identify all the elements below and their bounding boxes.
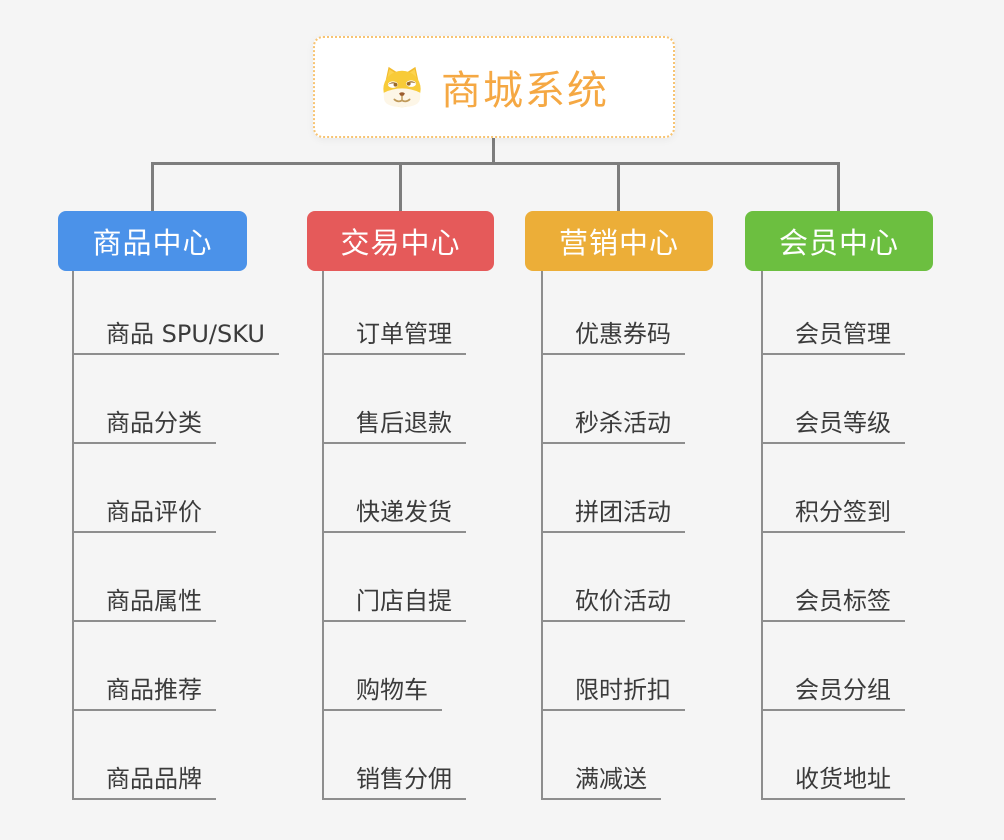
node-label: 满减送: [541, 764, 661, 800]
mindmap-node[interactable]: 限时折扣: [541, 675, 685, 711]
branch-spine-1: [72, 271, 74, 800]
node-label: 会员等级: [761, 408, 905, 444]
branch-spine-2: [322, 271, 324, 800]
mindmap-node[interactable]: 购物车: [322, 675, 442, 711]
node-label: 订单管理: [322, 319, 466, 355]
branch-label: 商品中心: [92, 226, 213, 260]
branch-box-trade-center[interactable]: 交易中心: [307, 211, 494, 271]
mindmap-node[interactable]: 订单管理: [322, 319, 466, 355]
node-label: 秒杀活动: [541, 408, 685, 444]
node-label: 快递发货: [322, 497, 466, 533]
mindmap-node[interactable]: 砍价活动: [541, 586, 685, 622]
node-label: 拼团活动: [541, 497, 685, 533]
mindmap-node[interactable]: 优惠券码: [541, 319, 685, 355]
node-label: 商品 SPU/SKU: [72, 319, 279, 355]
branch-box-member-center[interactable]: 会员中心: [745, 211, 933, 271]
root-node[interactable]: 商城系统: [313, 36, 675, 138]
connector-drop-2: [399, 162, 402, 212]
branch-spine-4: [761, 271, 763, 800]
branch-label: 会员中心: [778, 226, 899, 260]
connector-trunk: [151, 162, 840, 165]
branch-spine-3: [541, 271, 543, 800]
mindmap-node[interactable]: 商品推荐: [72, 675, 216, 711]
node-label: 会员分组: [761, 675, 905, 711]
node-label: 收货地址: [761, 764, 905, 800]
mindmap-node[interactable]: 销售分佣: [322, 764, 466, 800]
mindmap-node[interactable]: 售后退款: [322, 408, 466, 444]
node-label: 商品评价: [72, 497, 216, 533]
node-label: 销售分佣: [322, 764, 466, 800]
node-label: 商品属性: [72, 586, 216, 622]
mindmap-node[interactable]: 商品分类: [72, 408, 216, 444]
mindmap-node[interactable]: 积分签到: [761, 497, 905, 533]
node-label: 优惠券码: [541, 319, 685, 355]
branch-box-marketing-center[interactable]: 营销中心: [525, 211, 713, 271]
mindmap-node[interactable]: 会员分组: [761, 675, 905, 711]
node-label: 砍价活动: [541, 586, 685, 622]
mindmap-node[interactable]: 会员等级: [761, 408, 905, 444]
mindmap-node[interactable]: 快递发货: [322, 497, 466, 533]
branch-box-product-center[interactable]: 商品中心: [58, 211, 247, 271]
mindmap-node[interactable]: 商品属性: [72, 586, 216, 622]
connector-root-stub: [492, 138, 495, 164]
node-label: 会员标签: [761, 586, 905, 622]
mindmap-node[interactable]: 收货地址: [761, 764, 905, 800]
mindmap-node[interactable]: 会员管理: [761, 319, 905, 355]
mindmap-node[interactable]: 满减送: [541, 764, 661, 800]
connector-drop-3: [617, 162, 620, 212]
branch-label: 营销中心: [558, 226, 679, 260]
node-label: 会员管理: [761, 319, 905, 355]
doge-face-icon: [383, 66, 421, 108]
root-title: 商城系统: [441, 68, 609, 114]
connector-drop-4: [837, 162, 840, 212]
branch-label: 交易中心: [340, 226, 461, 260]
node-label: 商品品牌: [72, 764, 216, 800]
node-label: 限时折扣: [541, 675, 685, 711]
node-label: 商品分类: [72, 408, 216, 444]
mindmap-node[interactable]: 商品品牌: [72, 764, 216, 800]
node-label: 售后退款: [322, 408, 466, 444]
node-label: 门店自提: [322, 586, 466, 622]
mindmap-node[interactable]: 商品评价: [72, 497, 216, 533]
mindmap-node[interactable]: 秒杀活动: [541, 408, 685, 444]
mindmap-node[interactable]: 拼团活动: [541, 497, 685, 533]
mindmap-node[interactable]: 会员标签: [761, 586, 905, 622]
node-label: 购物车: [322, 675, 442, 711]
mindmap-node[interactable]: 门店自提: [322, 586, 466, 622]
node-label: 积分签到: [761, 497, 905, 533]
node-label: 商品推荐: [72, 675, 216, 711]
connector-drop-1: [151, 162, 154, 212]
mindmap-node[interactable]: 商品 SPU/SKU: [72, 319, 279, 355]
